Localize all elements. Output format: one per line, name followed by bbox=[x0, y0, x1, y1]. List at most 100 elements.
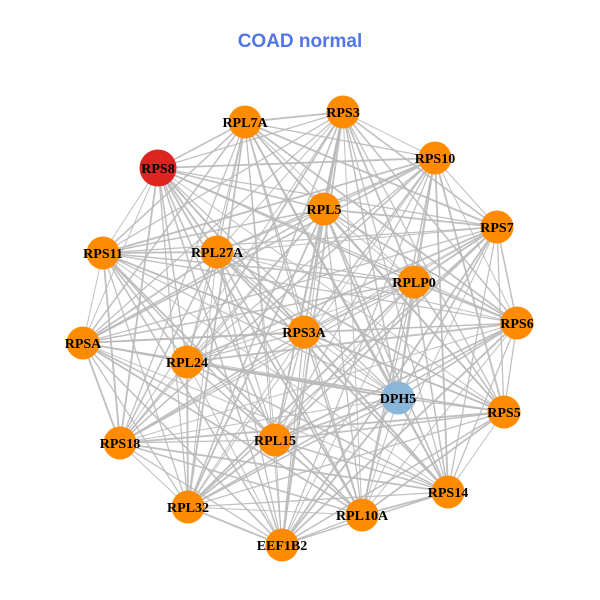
node-layer bbox=[66, 95, 534, 562]
node-RPS18[interactable] bbox=[103, 426, 137, 460]
node-RPS6[interactable] bbox=[500, 306, 534, 340]
edge-RPL27A-RPL15 bbox=[216, 251, 276, 441]
edge-RPS3A-RPS14 bbox=[303, 331, 449, 493]
edge-RPL15-RPS14 bbox=[274, 439, 449, 493]
edge-RPS3-RPS6 bbox=[342, 111, 518, 324]
edge-RPS3A-DPH5 bbox=[303, 331, 399, 399]
edge-RPSA-EEF1B2 bbox=[82, 342, 283, 546]
node-RPSA[interactable] bbox=[66, 326, 100, 360]
edge-RPS18-EEF1B2 bbox=[119, 442, 283, 546]
edge-RPS3A-RPL15 bbox=[274, 331, 305, 441]
edge-RPS7-RPS11 bbox=[102, 226, 498, 254]
node-RPLP0[interactable] bbox=[397, 265, 431, 299]
edge-RPS10-RPS3A bbox=[303, 157, 436, 333]
edge-RPS18-RPS14 bbox=[119, 442, 449, 493]
node-RPL5[interactable] bbox=[307, 192, 341, 226]
node-RPS3A[interactable] bbox=[287, 315, 321, 349]
node-DPH5[interactable] bbox=[381, 381, 415, 415]
edge-RPS3-RPS7 bbox=[342, 111, 498, 228]
edge-RPS3A-RPS18 bbox=[119, 331, 305, 444]
edge-RPS10-RPL24 bbox=[186, 157, 436, 363]
edge-RPL32-RPS14 bbox=[187, 491, 449, 508]
node-RPL10A[interactable] bbox=[345, 498, 379, 532]
edge-RPLP0-RPL32 bbox=[187, 281, 415, 508]
edge-RPS8-RPS5 bbox=[157, 167, 505, 413]
edge-RPS18-RPL10A bbox=[119, 442, 363, 516]
edge-RPL27A-EEF1B2 bbox=[216, 251, 283, 546]
edge-RPS7-RPL27A bbox=[216, 226, 498, 253]
edge-RPL7A-RPS11 bbox=[102, 121, 246, 254]
edge-RPL24-RPS18 bbox=[119, 361, 188, 444]
edge-RPL7A-RPS18 bbox=[119, 121, 246, 444]
edge-RPS3-RPL27A bbox=[216, 111, 344, 253]
edge-RPLP0-RPS18 bbox=[119, 281, 415, 444]
node-RPS8[interactable] bbox=[139, 149, 177, 187]
edge-RPL27A-RPS5 bbox=[216, 251, 505, 413]
edge-RPS7-RPS14 bbox=[447, 226, 498, 493]
edge-RPS6-RPL24 bbox=[186, 322, 518, 363]
edge-RPS5-RPL15 bbox=[274, 411, 505, 441]
edge-RPS3-RPS5 bbox=[342, 111, 505, 413]
edge-DPH5-RPL32 bbox=[187, 397, 399, 508]
node-RPS3[interactable] bbox=[326, 95, 360, 129]
edge-RPS18-RPL15 bbox=[119, 439, 276, 444]
edge-RPL27A-RPL10A bbox=[216, 251, 363, 516]
edge-RPS5-EEF1B2 bbox=[281, 411, 505, 546]
edge-RPS10-RPS11 bbox=[102, 157, 436, 254]
edge-RPS8-RPS10 bbox=[157, 157, 436, 169]
edge-RPS10-RPS14 bbox=[434, 157, 449, 493]
edge-RPL5-RPSA bbox=[82, 208, 325, 344]
node-RPS11[interactable] bbox=[86, 236, 120, 270]
edge-RPL5-RPS7 bbox=[323, 208, 498, 228]
node-RPS5[interactable] bbox=[487, 395, 521, 429]
edge-RPS7-RPLP0 bbox=[413, 226, 498, 283]
edge-RPL27A-RPS18 bbox=[119, 251, 218, 444]
edge-RPSA-RPS14 bbox=[82, 342, 449, 493]
edge-RPS11-RPS14 bbox=[102, 252, 449, 493]
node-RPL15[interactable] bbox=[258, 423, 292, 457]
edge-RPLP0-RPS6 bbox=[413, 281, 518, 324]
edge-RPL27A-RPS3A bbox=[216, 251, 305, 333]
edge-RPS6-RPL32 bbox=[187, 322, 518, 508]
edge-RPL15-RPL32 bbox=[187, 439, 276, 508]
edge-RPL5-DPH5 bbox=[323, 208, 399, 399]
node-EEF1B2[interactable] bbox=[265, 528, 299, 562]
node-RPL27A[interactable] bbox=[200, 235, 234, 269]
edge-RPSA-RPL10A bbox=[82, 342, 363, 516]
edge-RPS11-RPL32 bbox=[102, 252, 189, 508]
node-RPL24[interactable] bbox=[170, 345, 204, 379]
edge-RPS6-EEF1B2 bbox=[281, 322, 518, 546]
edge-RPS3-RPS11 bbox=[102, 111, 344, 254]
edge-RPS3A-RPL10A bbox=[303, 331, 363, 516]
edge-RPL5-RPS5 bbox=[323, 208, 505, 413]
node-RPL32[interactable] bbox=[171, 490, 205, 524]
edge-RPS5-RPL10A bbox=[361, 411, 505, 516]
edge-RPS3A-RPS5 bbox=[303, 331, 505, 413]
edge-RPLP0-RPS3A bbox=[303, 281, 415, 333]
edge-RPL5-RPS14 bbox=[323, 208, 449, 493]
edge-RPS6-RPS3A bbox=[303, 322, 518, 333]
edge-RPL27A-RPS6 bbox=[216, 251, 518, 324]
edge-RPS5-RPS18 bbox=[119, 411, 505, 444]
edge-RPL32-RPL10A bbox=[187, 506, 363, 516]
edge-RPS3-RPL24 bbox=[186, 111, 344, 363]
edge-RPS7-RPL15 bbox=[274, 226, 498, 441]
edge-RPS3-RPS8 bbox=[157, 111, 344, 169]
edge-RPSA-RPS3A bbox=[82, 331, 305, 344]
edge-RPS8-RPL10A bbox=[157, 167, 363, 516]
edge-layer bbox=[82, 111, 518, 546]
edge-RPL7A-RPS10 bbox=[244, 121, 436, 159]
edge-RPL5-RPS3A bbox=[303, 208, 325, 333]
node-RPL7A[interactable] bbox=[228, 105, 262, 139]
edge-RPSA-RPS18 bbox=[82, 342, 121, 444]
edge-RPL24-RPL32 bbox=[186, 361, 189, 508]
edge-DPH5-RPS5 bbox=[397, 397, 505, 413]
node-RPS7[interactable] bbox=[480, 210, 514, 244]
edge-RPL24-EEF1B2 bbox=[186, 361, 283, 546]
edge-RPL27A-RPSA bbox=[82, 251, 218, 344]
edge-RPS3A-RPL24 bbox=[186, 331, 305, 363]
node-RPS14[interactable] bbox=[431, 475, 465, 509]
edge-RPS6-DPH5 bbox=[397, 322, 518, 399]
node-RPS10[interactable] bbox=[418, 141, 452, 175]
edge-RPS8-RPL5 bbox=[157, 167, 325, 210]
